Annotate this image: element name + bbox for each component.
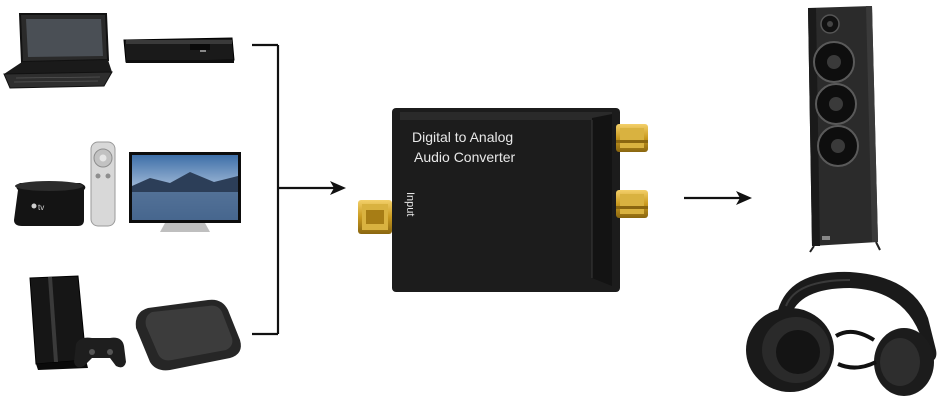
rca-output-connector-top	[616, 124, 648, 152]
converter-title-line-2: Audio Converter	[414, 149, 516, 165]
apple-tv-icon: tv	[14, 181, 86, 226]
set-top-box-icon	[123, 37, 235, 63]
input-label: Input	[404, 192, 416, 216]
optical-input-connector	[358, 200, 392, 234]
svg-text:tv: tv	[38, 203, 44, 212]
converter-title-line-1: Digital to Analog	[412, 129, 513, 145]
input-bracket	[252, 43, 280, 336]
speaker-icon	[808, 6, 881, 253]
gamepad-icon	[74, 337, 126, 368]
converter-device: Digital to Analog Audio Converter Input	[392, 108, 620, 292]
television-icon	[129, 152, 241, 232]
headphones-icon	[746, 271, 937, 396]
input-arrow	[278, 181, 346, 195]
output-arrow	[684, 191, 752, 205]
media-box-icon	[135, 299, 241, 371]
remote-icon	[90, 141, 116, 227]
rca-output-connector-bottom	[616, 190, 648, 218]
laptop-icon	[3, 13, 113, 89]
